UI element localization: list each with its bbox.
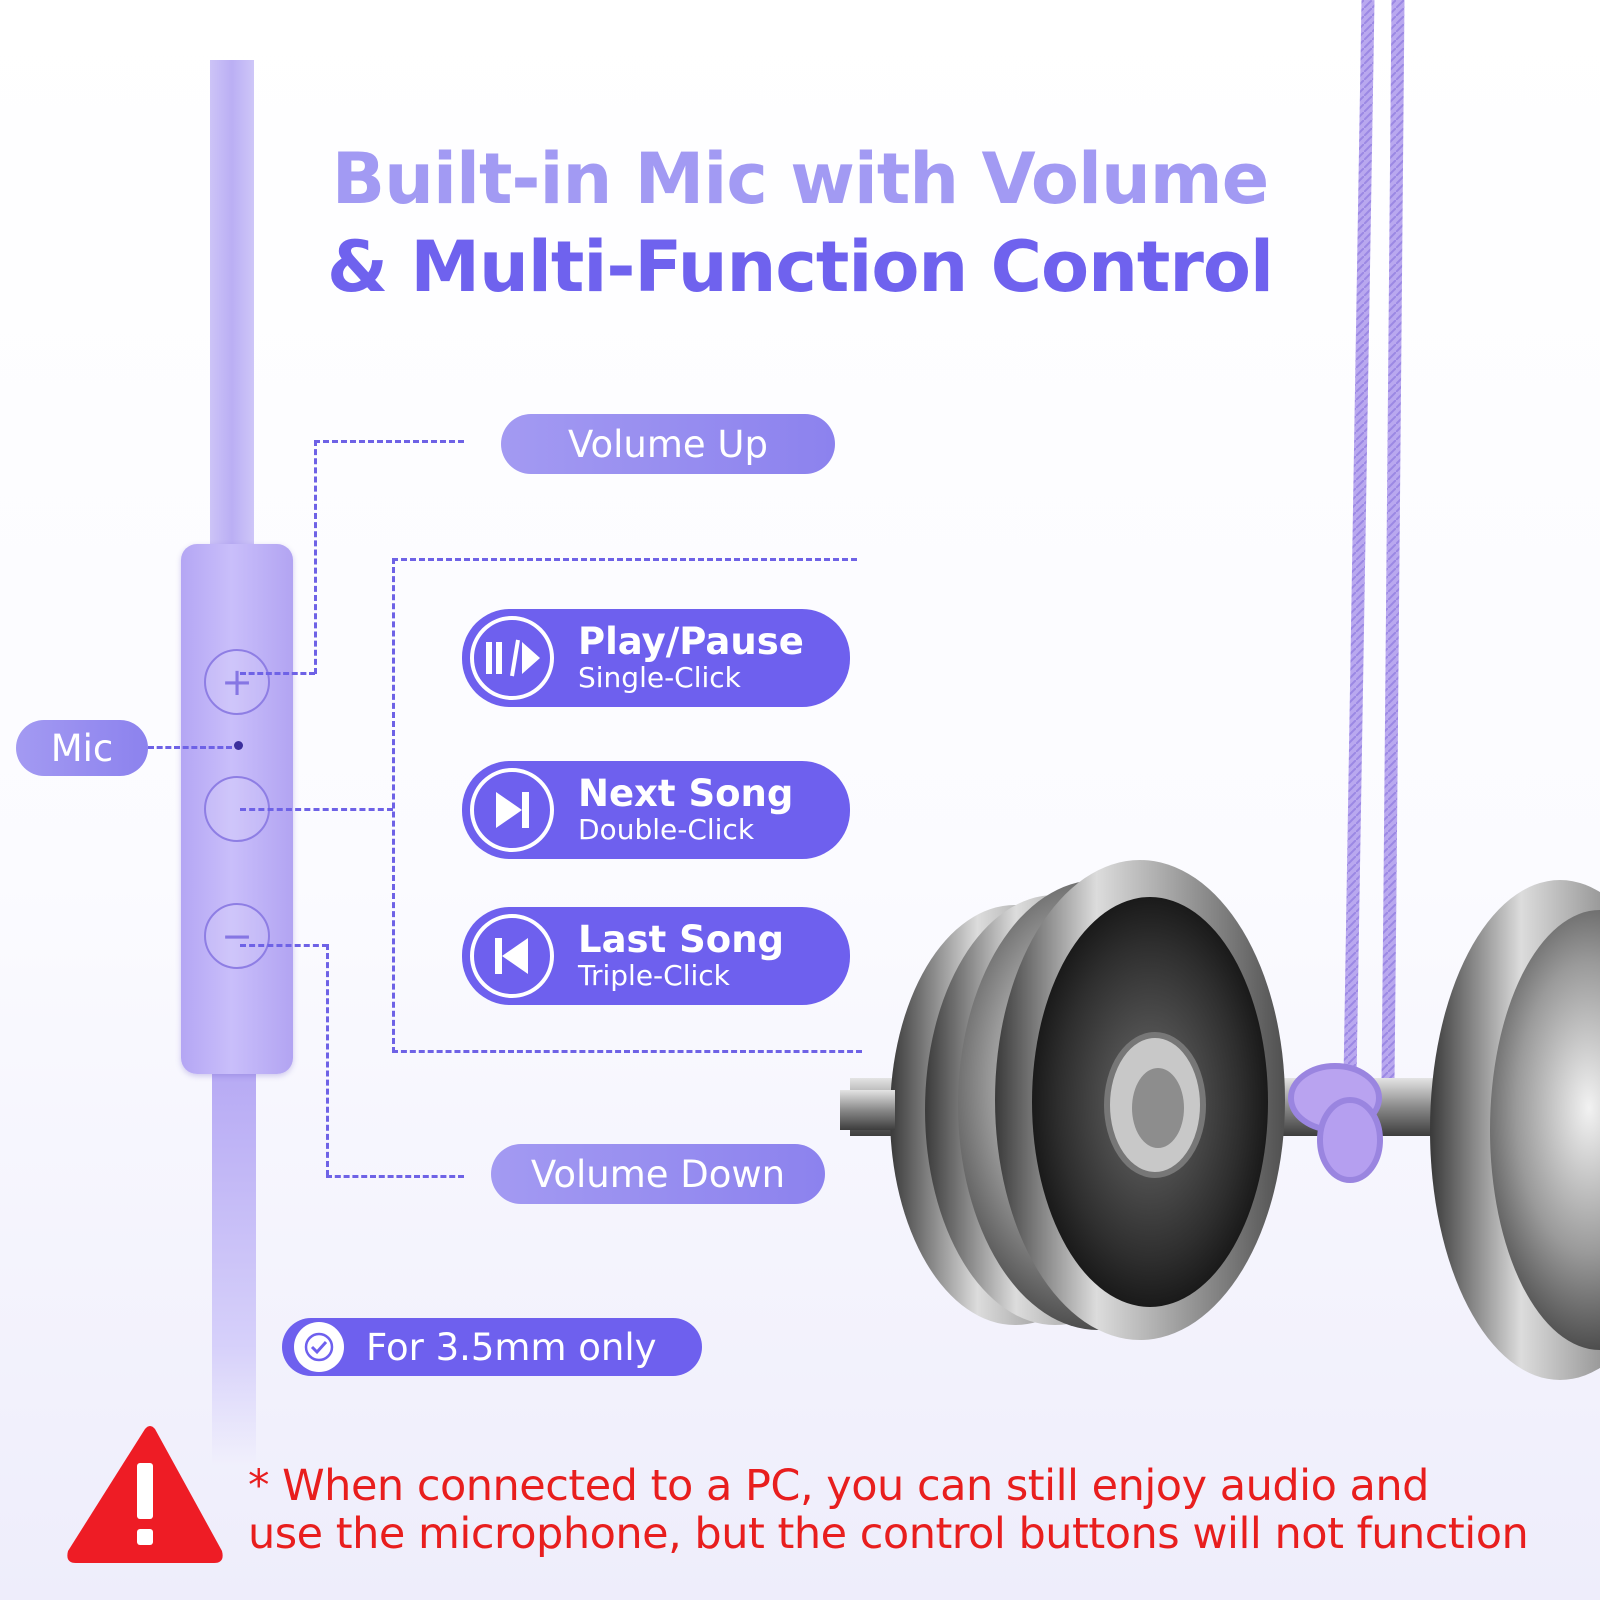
control-action: Double-Click bbox=[578, 813, 755, 846]
connector-volume-up-1 bbox=[240, 672, 315, 675]
dumbbell-image bbox=[840, 860, 1600, 1380]
control-play-pause: Play/Pause Single-Click bbox=[462, 609, 850, 707]
control-name: Next Song bbox=[578, 772, 794, 815]
remote-volume-down-button[interactable]: − bbox=[204, 903, 270, 969]
headline-line-2: & Multi-Function Control bbox=[326, 226, 1274, 308]
connector-multifunction-bottom bbox=[392, 1050, 862, 1053]
badge-text: For 3.5mm only bbox=[366, 1325, 657, 1369]
mic-hole bbox=[234, 741, 243, 750]
control-action: Single-Click bbox=[578, 661, 741, 694]
connector-mic bbox=[148, 746, 232, 749]
cable-lower bbox=[212, 1065, 256, 1465]
headline: Built-in Mic with Volume & Multi-Functio… bbox=[300, 135, 1300, 311]
control-last-song: Last Song Triple-Click bbox=[462, 907, 850, 1005]
control-name: Play/Pause bbox=[578, 620, 804, 663]
minus-icon: − bbox=[221, 914, 253, 958]
control-name: Last Song bbox=[578, 918, 785, 961]
connector-multifunction-top bbox=[392, 558, 857, 561]
previous-track-icon bbox=[470, 914, 554, 998]
mic-label: Mic bbox=[16, 720, 148, 776]
connector-volume-up-3 bbox=[314, 440, 464, 443]
connector-multifunction-2 bbox=[392, 558, 395, 1053]
connector-volume-down-3 bbox=[326, 1175, 464, 1178]
connector-volume-up-2 bbox=[314, 440, 317, 674]
remote-volume-up-button[interactable]: + bbox=[204, 649, 270, 715]
warning-line-1: * When connected to a PC, you can still … bbox=[248, 1461, 1429, 1511]
compatibility-badge: For 3.5mm only bbox=[282, 1318, 702, 1376]
plus-icon: + bbox=[221, 660, 253, 704]
connector-volume-down-1 bbox=[240, 944, 328, 947]
connector-volume-down-2 bbox=[326, 944, 329, 1176]
control-next-song: Next Song Double-Click bbox=[462, 761, 850, 859]
play-pause-icon bbox=[470, 616, 554, 700]
control-action: Triple-Click bbox=[578, 959, 730, 992]
warning-note: * When connected to a PC, you can still … bbox=[248, 1462, 1588, 1558]
hanging-cord bbox=[1343, 0, 1405, 1081]
warning-line-2: use the microphone, but the control butt… bbox=[248, 1509, 1529, 1559]
headline-line-1: Built-in Mic with Volume bbox=[331, 138, 1269, 220]
volume-down-label: Volume Down bbox=[491, 1144, 825, 1204]
connector-multifunction-1 bbox=[240, 808, 393, 811]
check-circle-icon bbox=[294, 1322, 344, 1372]
volume-up-label: Volume Up bbox=[501, 414, 835, 474]
warning-triangle-icon bbox=[67, 1426, 223, 1563]
next-track-icon bbox=[470, 768, 554, 852]
cable-upper bbox=[210, 60, 254, 550]
